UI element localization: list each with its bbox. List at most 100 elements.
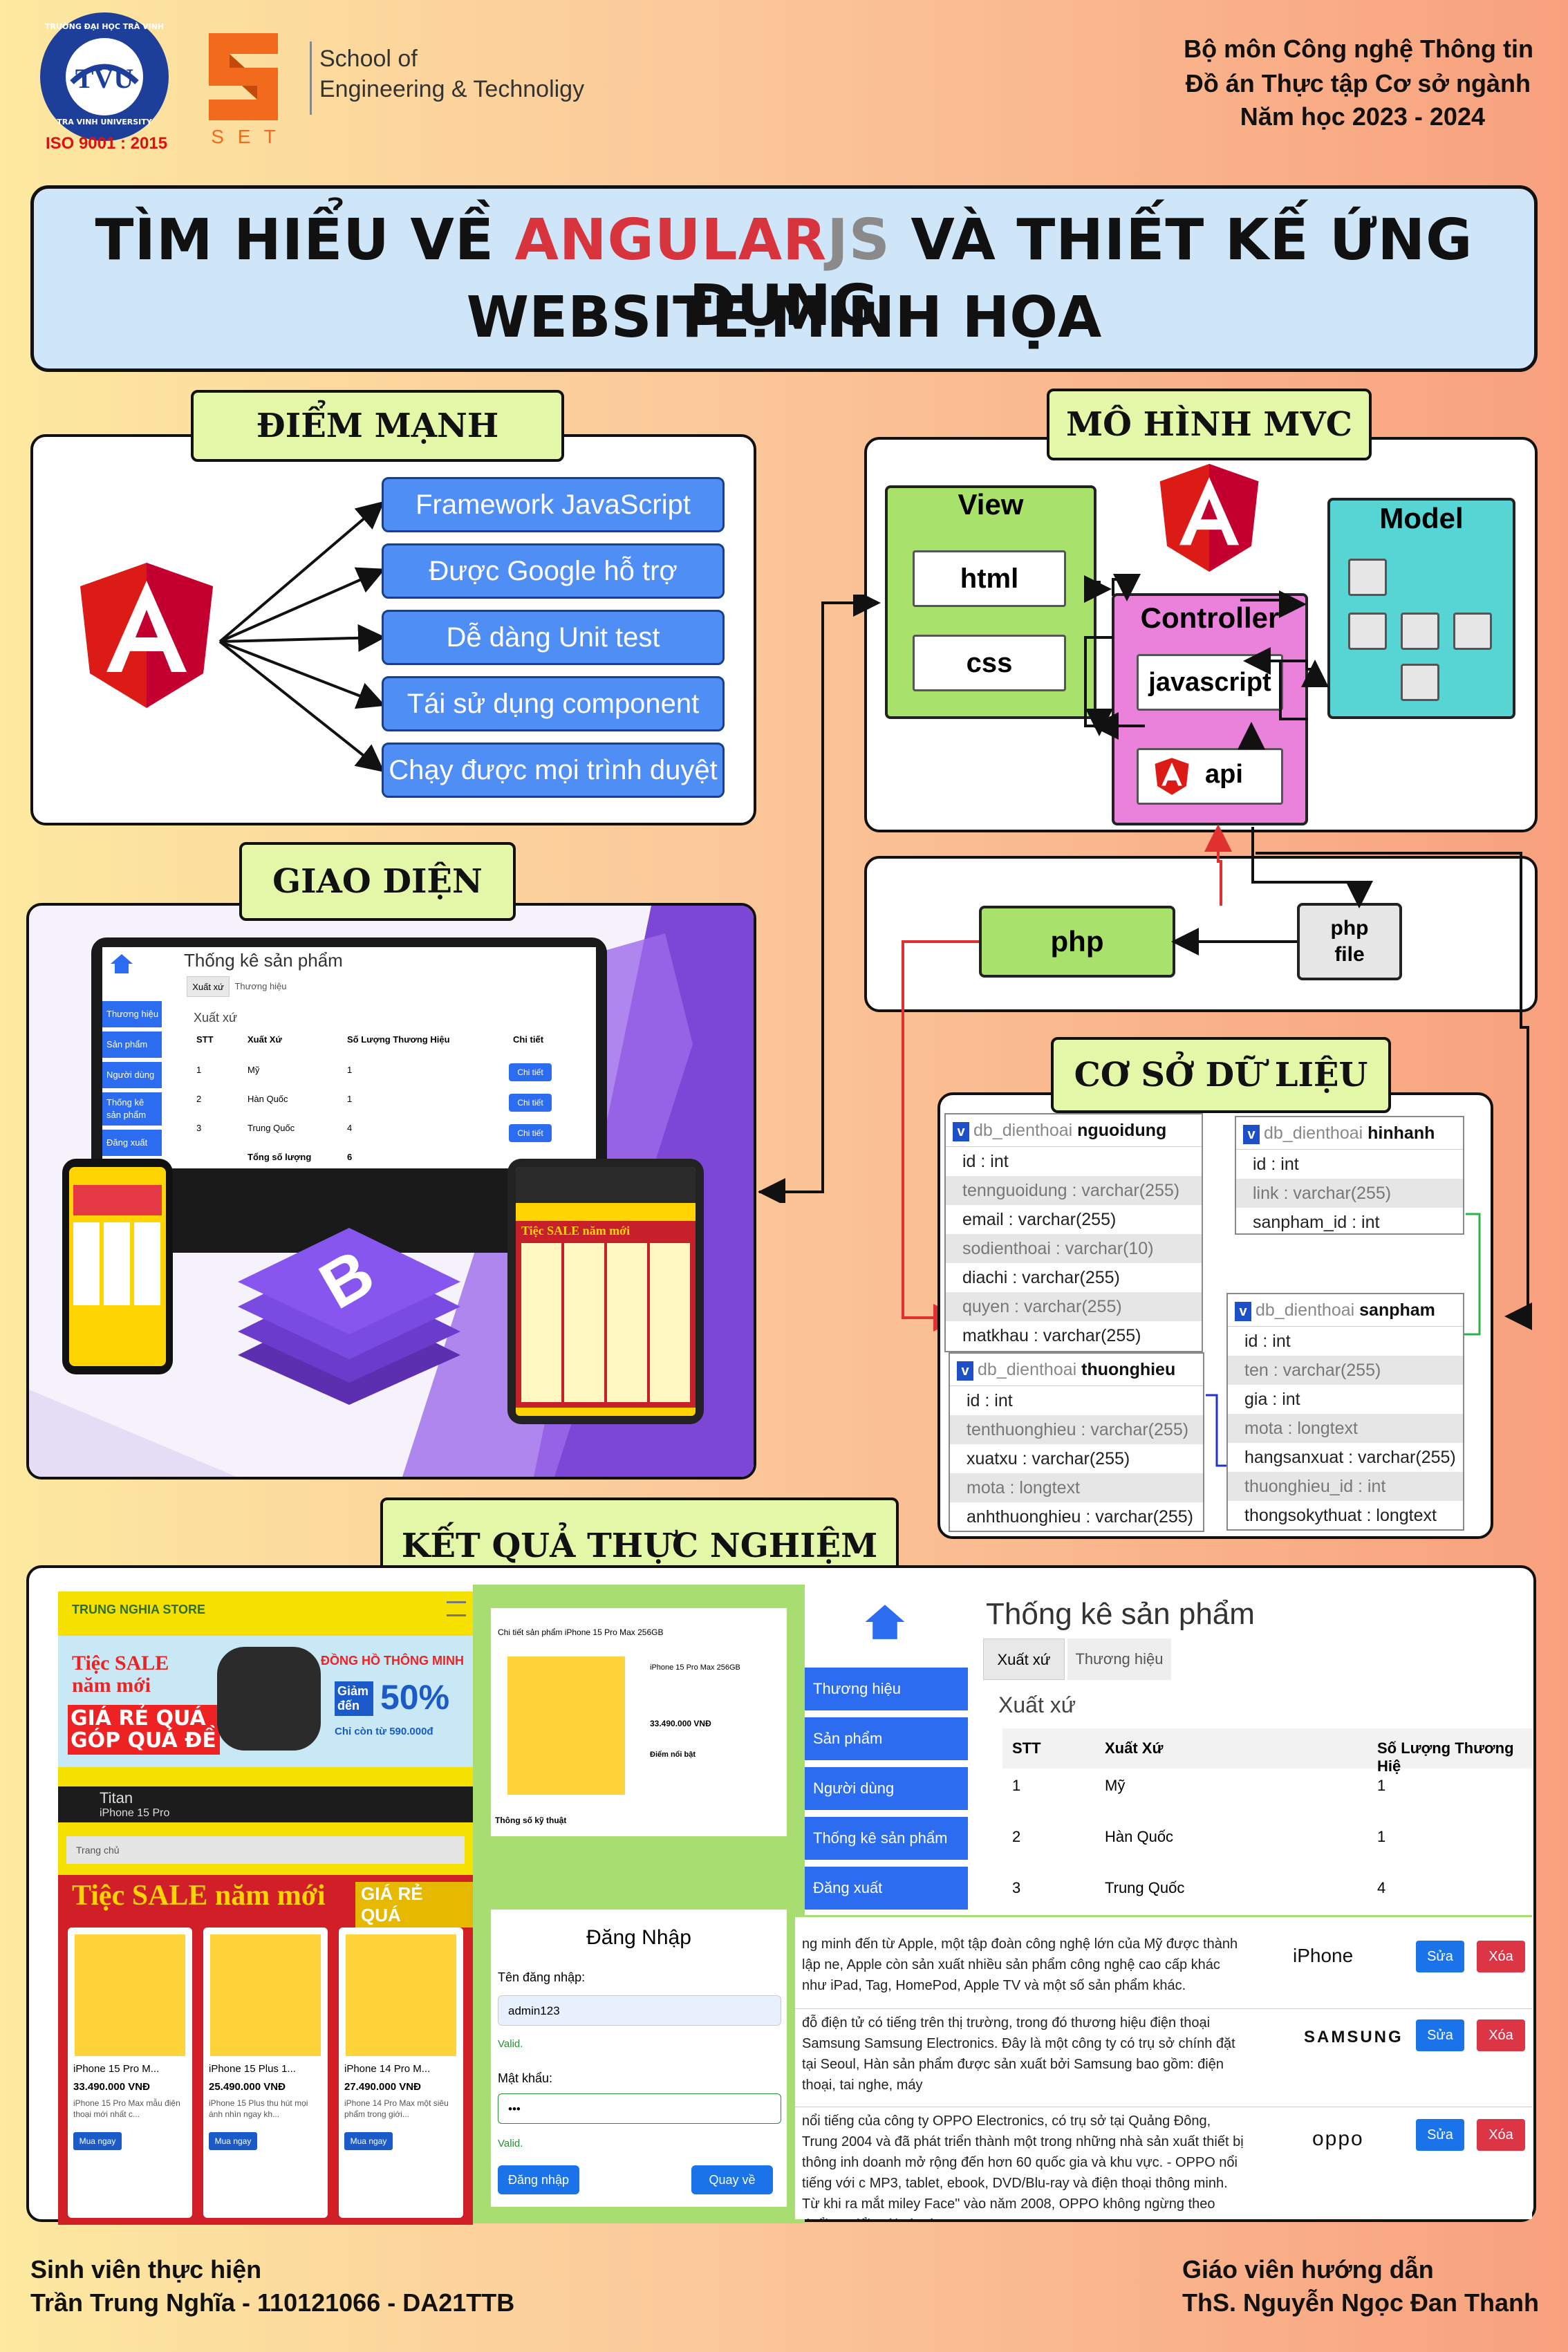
view-title: View	[958, 488, 1024, 521]
login-user-input[interactable]: admin123	[498, 1995, 781, 2026]
ui-sidebar-2[interactable]: Người dùng	[102, 1062, 162, 1088]
ui-row-2-detail-button[interactable]: Chi tiết	[509, 1094, 552, 1112]
store-menu-icon[interactable]	[447, 1601, 466, 1616]
model-node-1	[1348, 559, 1387, 596]
php-panel	[864, 856, 1538, 1012]
brand-3-logo: oppo	[1312, 2127, 1364, 2150]
ui-th-detail: Chi tiết	[513, 1034, 544, 1045]
detail-screenshot: Chi tiết sản phẩm iPhone 15 Pro Max 256G…	[491, 1608, 787, 1836]
store-titan-banner: Titan iPhone 15 Pro	[58, 1786, 473, 1822]
strength-item-2: Được Google hỗ trợ	[382, 543, 725, 599]
title-line-2: WEBSITE MINH HỌA	[466, 285, 1102, 351]
title-box	[30, 185, 1538, 372]
admin-row-3-stt: 3	[1012, 1879, 1021, 1896]
db-field: thongsokythuat : longtext	[1244, 1506, 1437, 1525]
product-buy-button[interactable]: Mua ngay	[73, 2132, 122, 2150]
admin-row-2-count: 1	[1377, 1828, 1386, 1845]
ui-sidebar-1[interactable]: Sản phẩm	[102, 1032, 162, 1058]
db-field: ten : varchar(255)	[1228, 1356, 1463, 1385]
store-hero-price: GIÁ RẺ QUÁ GÓP QUÁ ĐỀ	[68, 1705, 220, 1755]
school-line-1: School of	[319, 46, 418, 72]
store-sale-badge: GIÁ RẺ QUÁ	[355, 1882, 473, 1928]
teacher-label: Giáo viên hướng dẫn	[1182, 2255, 1434, 2284]
brand-1-edit-button[interactable]: Sửa	[1416, 1941, 1464, 1972]
admin-sidebar-1[interactable]: Sản phẩm	[805, 1717, 968, 1760]
admin-row-3-origin: Trung Quốc	[1105, 1879, 1185, 1896]
admin-tab-xuatxu[interactable]: Xuất xứ	[983, 1639, 1065, 1680]
admin-th-origin: Xuất Xứ	[1105, 1739, 1164, 1757]
brand-3-edit-button[interactable]: Sửa	[1416, 2119, 1464, 2151]
strength-item-3: Dễ dàng Unit test	[382, 610, 725, 665]
product-desc: iPhone 15 Pro Max mẫu điện thoại mới nhấ…	[73, 2098, 180, 2119]
dept-line: Bộ môn Công nghệ Thông tin	[1184, 35, 1533, 63]
db-name: db_dienthoai	[1256, 1300, 1355, 1320]
detail-phone-image	[507, 1656, 625, 1795]
ui-row-3-stt: 3	[196, 1123, 202, 1133]
admin-sidebar-0[interactable]: Thương hiệu	[805, 1668, 968, 1710]
project-line: Đồ án Thực tập Cơ sở ngành	[1185, 69, 1531, 97]
product-buy-button[interactable]: Mua ngay	[344, 2132, 393, 2150]
admin-th-count: Số Lượng Thương Hiệ	[1377, 1739, 1514, 1775]
brand-divider	[795, 2008, 1532, 2009]
mvc-arrows	[1084, 574, 1329, 749]
db-field: id : int	[962, 1152, 1009, 1171]
login-pass-input[interactable]: •••	[498, 2093, 781, 2124]
brand-2-text: đỗ điện tử có tiếng trên thị trường, tro…	[802, 2015, 1235, 2093]
back-button[interactable]: Quay về	[691, 2165, 773, 2194]
admin-tab-thuonghieu[interactable]: Thương hiệu	[1067, 1639, 1171, 1680]
mvc-angular-logo	[1156, 462, 1262, 574]
angular-logo	[76, 560, 217, 711]
view-css: css	[913, 635, 1066, 691]
store-titan: Titan	[100, 1789, 133, 1807]
ui-section: Xuất xứ	[194, 1011, 238, 1025]
brand-3-delete-button[interactable]: Xóa	[1477, 2119, 1525, 2151]
tablet-grid	[521, 1243, 690, 1402]
db-field: diachi : varchar(255)	[962, 1268, 1120, 1287]
store-hero-sale: Tiệc SALE năm mới	[72, 1652, 169, 1697]
strengths-arrows	[218, 501, 386, 772]
set-logo	[203, 26, 283, 127]
admin-sidebar-4[interactable]: Đăng xuất	[805, 1867, 968, 1910]
ui-sidebar-0[interactable]: Thương hiệu	[102, 1001, 162, 1027]
monitor-screen: Thống kê sản phẩm Xuất xứ Thương hiệu Xu…	[102, 947, 596, 1168]
home-icon[interactable]	[109, 951, 134, 976]
store-hero-banner: Tiệc SALE năm mới GIÁ RẺ QUÁ GÓP QUÁ ĐỀ …	[58, 1636, 473, 1767]
product-image	[346, 1934, 456, 2056]
brands-screenshot: ng minh đến từ Apple, một tập đoàn công …	[795, 1915, 1532, 2219]
title-part-2: VÀ THIẾT KẾ ỨNG DỤNG	[689, 207, 1473, 339]
detail-product: iPhone 15 Pro Max 256GB	[650, 1663, 740, 1672]
admin-row-2-stt: 2	[1012, 1828, 1021, 1845]
brand-1-delete-button[interactable]: Xóa	[1477, 1941, 1525, 1972]
ui-sidebar-3[interactable]: Thống kê sản phẩm	[102, 1092, 162, 1126]
controller-title: Controller	[1140, 601, 1280, 634]
admin-home-icon[interactable]	[863, 1600, 907, 1644]
brand-2-delete-button[interactable]: Xóa	[1477, 2019, 1525, 2051]
login-valid-1: Valid.	[498, 2038, 523, 2050]
login-button[interactable]: Đăng nhập	[498, 2165, 579, 2194]
admin-sidebar-3[interactable]: Thống kê sản phẩm	[805, 1817, 968, 1860]
php-file-line-2: file	[1334, 943, 1365, 966]
strength-item-4: Tái sử dụng component	[382, 676, 725, 731]
brand-2-edit-button[interactable]: Sửa	[1416, 2019, 1464, 2051]
store-screenshot: TRUNG NGHIA STORE Tiệc SALE năm mới GIÁ …	[58, 1592, 473, 2225]
db-field: matkhau : varchar(255)	[962, 1326, 1141, 1345]
phone-screen	[69, 1167, 166, 1366]
login-title: Đăng Nhập	[586, 1926, 691, 1949]
admin-sidebar-2[interactable]: Người dùng	[805, 1767, 968, 1810]
db-field: id : int	[1253, 1155, 1299, 1174]
tablet-mockup: Tiệc SALE năm mới	[507, 1159, 704, 1424]
store-product-card-2: iPhone 15 Plus 1... 25.490.000 VNĐ iPhon…	[203, 1928, 328, 2218]
ui-sidebar-4[interactable]: Đăng xuất	[102, 1130, 162, 1156]
detail-title: Chi tiết sản phẩm iPhone 15 Pro Max 256G…	[498, 1627, 664, 1637]
product-price: 25.490.000 VNĐ	[209, 2081, 286, 2093]
ui-tab-xuatxu[interactable]: Xuất xứ	[187, 976, 230, 997]
iso-label: ISO 9001 : 2015	[45, 134, 168, 153]
ui-row-3-detail-button[interactable]: Chi tiết	[509, 1124, 552, 1142]
login-pass-label: Mật khẩu:	[498, 2071, 553, 2085]
ui-row-1-detail-button[interactable]: Chi tiết	[509, 1063, 552, 1081]
ui-tab-thuonghieu[interactable]: Thương hiệu	[234, 981, 287, 991]
ui-mvc-arrow	[758, 595, 881, 1203]
store-sale-title: Tiệc SALE năm mới	[72, 1880, 326, 1912]
product-buy-button[interactable]: Mua ngay	[209, 2132, 257, 2150]
